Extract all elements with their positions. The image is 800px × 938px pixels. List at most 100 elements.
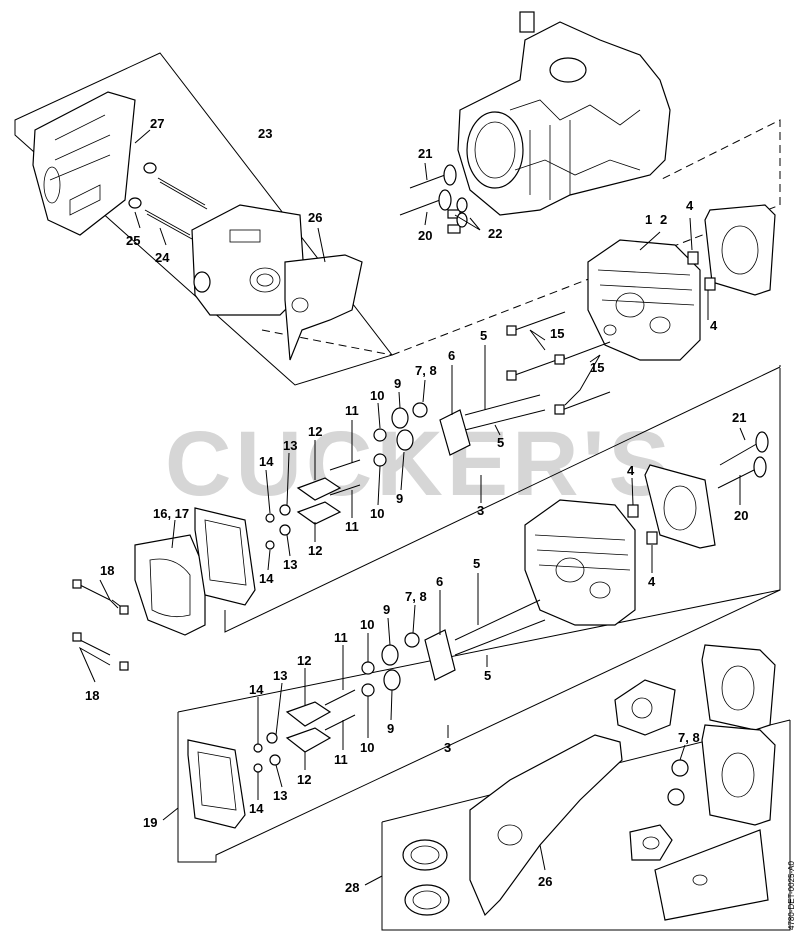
callout-14-c: 14 [249,682,264,697]
head-bolts-upper [506,311,611,415]
callout-12-c: 12 [297,653,311,668]
callout-5-a: 5 [480,328,487,343]
intake-spacer-gasket [614,679,676,736]
callout-21-bottom: 21 [732,410,746,425]
lower-valves [717,431,769,489]
upper-pushrods [464,394,546,431]
callout-14-b: 14 [259,571,274,586]
upper-adjust-studs [329,459,361,496]
callout-5-c: 5 [473,556,480,571]
upper-pivots-nuts [265,504,291,550]
callout-6-bottom: 6 [436,574,443,589]
callout-12-b: 12 [308,543,322,558]
callout-15-b: 15 [590,360,604,375]
kit-valve-seals [667,759,689,806]
callout-26-bottom: 26 [538,874,552,889]
callout-6-top: 6 [448,348,455,363]
upper-guide-plate [439,409,471,456]
upper-valve-seals [412,402,428,418]
lower-retainers [361,661,375,697]
callout-7-8-middle: 7, 8 [405,589,427,604]
callout-4-b: 4 [710,318,718,333]
callout-10-c: 10 [360,617,374,632]
upper-head-gasket [704,204,776,296]
lower-adjust-studs [324,689,356,731]
callout-13-b: 13 [283,557,297,572]
callout-21-top: 21 [418,146,432,161]
callout-1: 1 [645,212,652,227]
callout-18-a: 18 [100,563,114,578]
callout-20-top: 20 [418,228,432,243]
valve-cover-gasket [194,507,256,606]
lower-rocker-arms [285,701,332,753]
callout-20-bottom: 20 [734,508,748,523]
lower-pushrods [454,599,546,656]
callout-13-a: 13 [283,438,297,453]
callout-27: 27 [150,116,164,131]
upper-cylinder-head [587,239,701,361]
callout-16-17: 16, 17 [153,506,189,521]
callout-9-c: 9 [383,602,390,617]
kit-head-gasket-a [701,644,776,731]
upper-retainers [373,428,387,467]
callout-10-a: 10 [370,388,384,403]
callout-11-b: 11 [345,519,359,534]
callout-14-d: 14 [249,801,264,816]
callout-5-b: 5 [497,435,504,450]
callout-labels: 27 23 25 24 26 21 20 22 1 2 4 4 15 15 5 … [85,116,748,895]
callout-13-c: 13 [273,668,287,683]
callout-12-a: 12 [308,424,322,439]
callout-10-b: 10 [370,506,384,521]
callout-5-d: 5 [484,668,491,683]
callout-11-a: 11 [345,403,359,418]
lower-valve-cover-gasket [187,739,246,829]
callout-18-b: 18 [85,688,99,703]
callout-9-d: 9 [387,721,394,736]
callout-15-a: 15 [550,326,564,341]
callout-9-b: 9 [396,491,403,506]
kit-oil-seals [402,839,450,916]
muffler-studs [128,162,208,240]
engine-block-dashed-outline [261,119,781,356]
lower-head-gasket [644,464,716,549]
callout-7-8-top: 7, 8 [415,363,437,378]
callout-23: 23 [258,126,272,141]
callout-3-top: 3 [477,503,484,518]
callout-28: 28 [345,880,359,895]
lower-cylinder-head-frame [177,368,781,863]
drawing-code: 4780-DET-0025-A0 [787,861,796,930]
callout-4-c: 4 [627,463,635,478]
callout-4-a: 4 [686,198,694,213]
callout-12-d: 12 [297,772,311,787]
engine-crankcase [457,11,671,216]
kit-small-gaskets [629,824,769,921]
callout-13-d: 13 [273,788,287,803]
callout-10-d: 10 [360,740,374,755]
lower-cylinder-head [524,499,636,626]
watermark: CUCKER'S [165,413,674,515]
callout-19: 19 [143,815,157,830]
callout-25: 25 [126,233,140,248]
muffler-gasket-plate [284,254,363,361]
upper-rocker-arms [296,477,342,525]
kit-muffler-gasket [469,734,623,917]
upper-dowel-pins [687,251,716,291]
leader-lines [78,129,746,886]
lower-guide-plate [424,629,456,681]
callout-22: 22 [488,226,502,241]
upper-valves [399,164,468,234]
callout-24: 24 [155,250,170,265]
callout-26-top: 26 [308,210,322,225]
muffler-heat-shield [32,91,136,236]
valve-cover [134,534,206,636]
callout-3-bottom: 3 [444,740,451,755]
callout-4-d: 4 [648,574,656,589]
kit-head-gasket-b [701,724,776,826]
callout-14-a: 14 [259,454,274,469]
callout-9-a: 9 [394,376,401,391]
valve-cover-bolts [72,579,129,671]
lower-pivots-nuts [253,732,281,773]
lower-valve-seals [404,632,420,648]
callout-2: 2 [660,212,667,227]
